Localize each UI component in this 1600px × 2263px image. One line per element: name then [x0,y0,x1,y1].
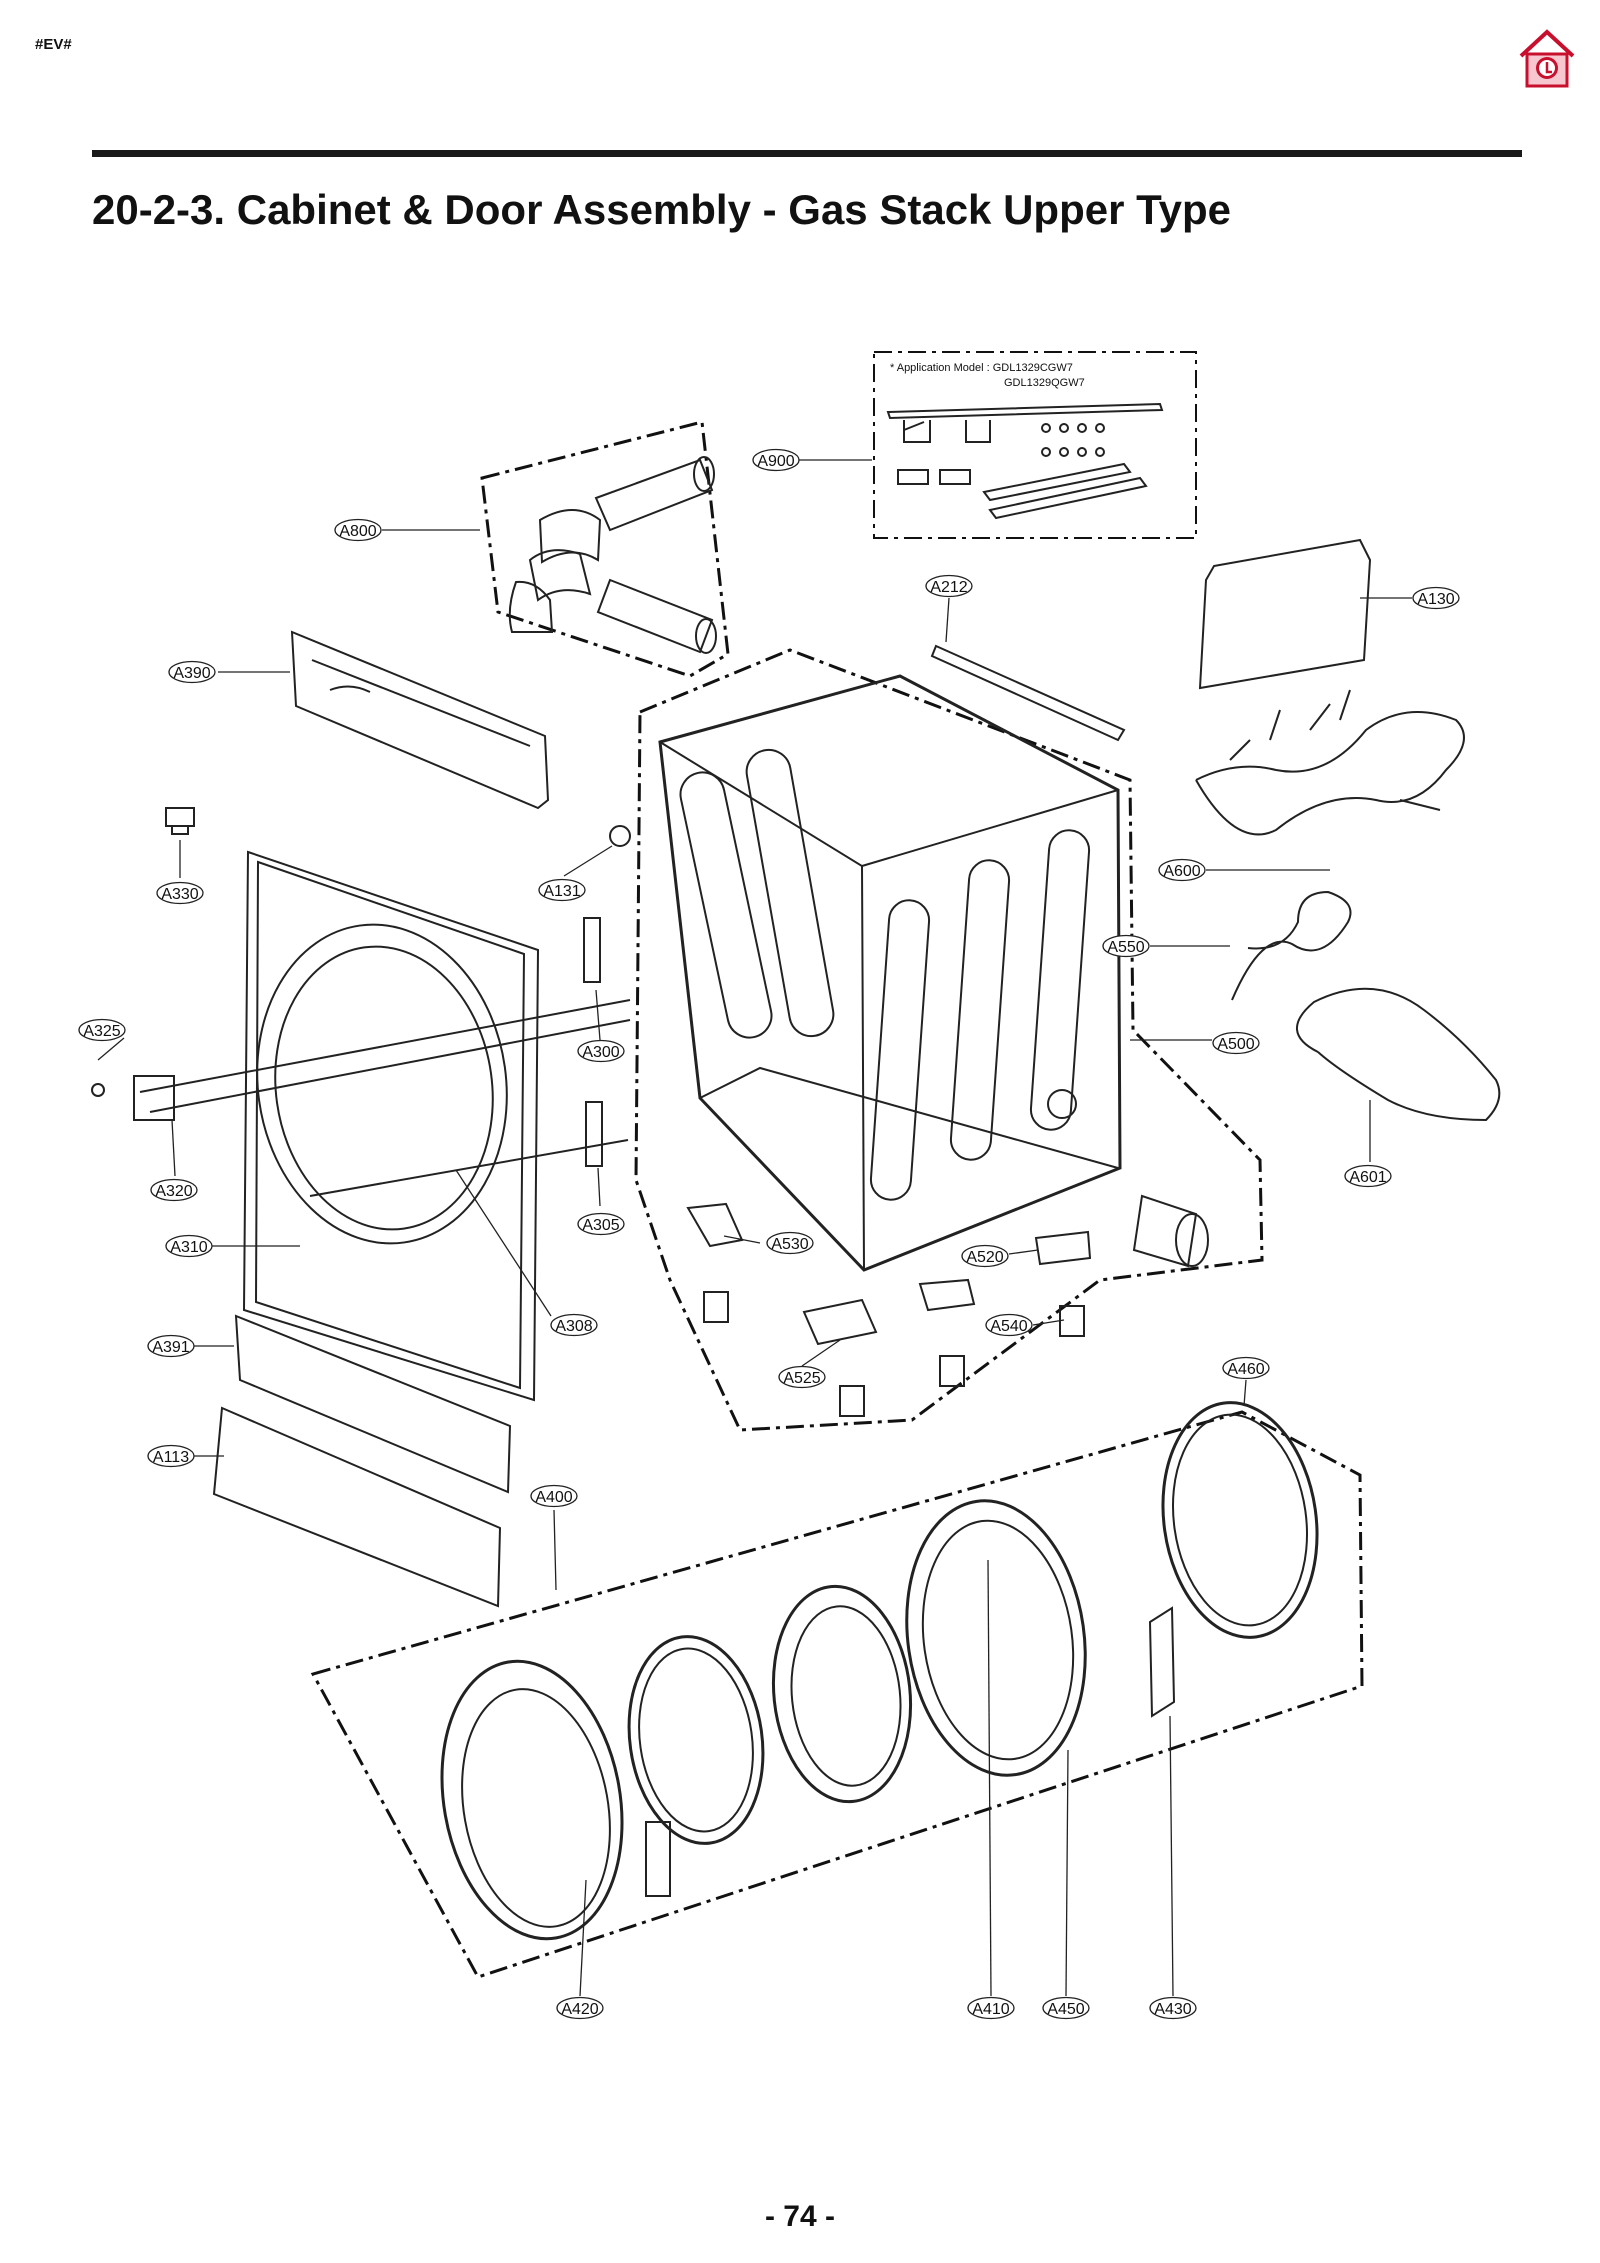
svg-text:A391: A391 [152,1339,189,1356]
svg-text:A530: A530 [771,1236,808,1253]
lg-home-icon [1519,29,1575,88]
leg-bracket-right [1034,1230,1092,1266]
label-A400: A400 [530,1484,578,1508]
group-boundary-application [873,351,1197,539]
lower-front-bracket [234,1314,512,1494]
group-boundary-door [310,1410,1364,1979]
leader-lines [97,459,1412,1997]
leg-bracket-center [918,1278,976,1312]
label-A520: A520 [961,1244,1009,1268]
title-rule [92,150,1522,157]
label-A305: A305 [577,1212,625,1236]
label-A420: A420 [556,1996,604,2020]
label-A460: A460 [1222,1356,1270,1380]
svg-text:A320: A320 [155,1183,192,1200]
svg-text:A540: A540 [990,1318,1027,1335]
top-clip [165,807,195,835]
label-A410: A410 [967,1996,1015,2020]
label-A550: A550 [1102,934,1150,958]
svg-text:A308: A308 [555,1318,592,1335]
label-A800: A800 [334,518,382,542]
label-A212: A212 [925,574,973,598]
application-kit: * Application Model : GDL1329CGW7 GDL132… [886,362,1164,520]
page-number: - 74 - [764,2200,836,2233]
label-A390: A390 [168,660,216,684]
label-A540: A540 [985,1313,1033,1337]
svg-text:A420: A420 [561,2001,598,2018]
exhaust-tube [1132,1194,1198,1268]
label-A530: A530 [766,1231,814,1255]
svg-text:A450: A450 [1047,2001,1084,2018]
svg-text:A130: A130 [1417,591,1454,608]
svg-text:A131: A131 [543,883,580,900]
svg-text:A325: A325 [83,1023,120,1040]
label-A601: A601 [1344,1164,1392,1188]
control-box [1198,538,1372,690]
label-A130: A130 [1412,586,1460,610]
svg-text:A212: A212 [930,579,967,596]
label-A310: A310 [165,1234,213,1258]
leg-bracket-rear [802,1298,878,1346]
label-A131: A131 [538,878,586,902]
wire-assembly [1296,987,1501,1122]
label-A325: A325 [78,1018,126,1042]
document-code: #EV# [35,36,72,53]
svg-text:A500: A500 [1217,1036,1254,1053]
screw-icon [91,1083,105,1097]
svg-text:A430: A430 [1154,2001,1191,2018]
label-A500: A500 [1212,1031,1260,1055]
bushing-icon [609,825,631,847]
label-A900: A900 [752,448,800,472]
label-A600: A600 [1158,858,1206,882]
label-A450: A450 [1042,1996,1090,2020]
application-model-note: * Application Model : GDL1329CGW7 [890,362,1073,374]
svg-text:A330: A330 [161,886,198,903]
label-A430: A430 [1149,1996,1197,2020]
svg-text:A410: A410 [972,2001,1009,2018]
svg-text:A800: A800 [339,523,376,540]
svg-text:A601: A601 [1349,1169,1386,1186]
label-A525: A525 [778,1365,826,1389]
power-cord [1231,890,1352,1001]
leg-bracket-front-left [686,1202,744,1248]
svg-text:A460: A460 [1227,1361,1264,1378]
label-A300: A300 [577,1039,625,1063]
svg-text:A113: A113 [153,1449,189,1466]
latch-bracket [133,1075,175,1121]
label-A308: A308 [550,1313,598,1337]
group-boundary-cabinet [634,648,1264,1432]
svg-text:A550: A550 [1107,939,1144,956]
exhaust-duct [508,456,717,654]
label-A391: A391 [147,1334,195,1358]
page-title: 20-2-3. Cabinet & Door Assembly - Gas St… [92,186,1232,233]
svg-text:A525: A525 [783,1370,820,1387]
svg-text:A600: A600 [1163,863,1200,880]
label-A113: A113 [147,1444,195,1468]
wire-harness [1195,711,1465,836]
hinge-bracket [583,917,601,983]
top-strip [930,644,1126,742]
door-parts [440,1401,1319,1941]
rear-frame-bracket [290,630,550,810]
cabinet [658,674,1122,1272]
hinge-bracket-lower [585,1101,603,1167]
label-A320: A320 [150,1178,198,1202]
front-panel [139,850,631,1402]
svg-text:A310: A310 [170,1239,207,1256]
kick-panel [212,1406,502,1608]
leveling-legs [703,1291,1085,1417]
svg-text:A300: A300 [582,1044,619,1061]
svg-text:A900: A900 [757,453,794,470]
svg-text:A520: A520 [966,1249,1003,1266]
svg-text:A400: A400 [535,1489,572,1506]
label-A330: A330 [156,881,204,905]
svg-text:A390: A390 [173,665,210,682]
svg-text:A305: A305 [582,1217,619,1234]
application-model-note-2: GDL1329QGW7 [1004,377,1085,389]
group-boundary-duct [480,420,730,678]
part-labels: A900 A800 A212 A130 A390 A330 A131 A600 … [78,448,1460,2020]
